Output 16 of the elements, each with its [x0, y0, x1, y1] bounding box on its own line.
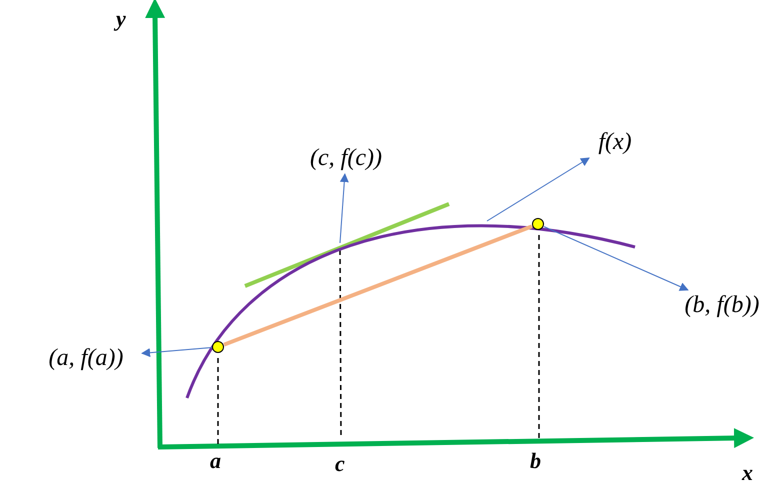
leader-arrow [544, 226, 689, 291]
axis-label: x [742, 462, 753, 484]
axis-label: b [530, 450, 541, 472]
leader-arrow [486, 158, 590, 222]
leader-arrow [141, 347, 212, 358]
point-label: (b, f(b)) [684, 293, 760, 317]
axis-label: y [116, 8, 126, 30]
point-label: f(x) [598, 130, 632, 154]
axis-label: c [335, 453, 345, 475]
point-label: (a, f(a)) [48, 346, 124, 370]
point-label: (c, f(c)) [310, 146, 382, 170]
secant-line [223, 224, 533, 347]
point-marker [532, 218, 544, 230]
leader-arrow [340, 173, 349, 244]
axis-label: a [210, 450, 221, 472]
point-marker [212, 341, 224, 353]
